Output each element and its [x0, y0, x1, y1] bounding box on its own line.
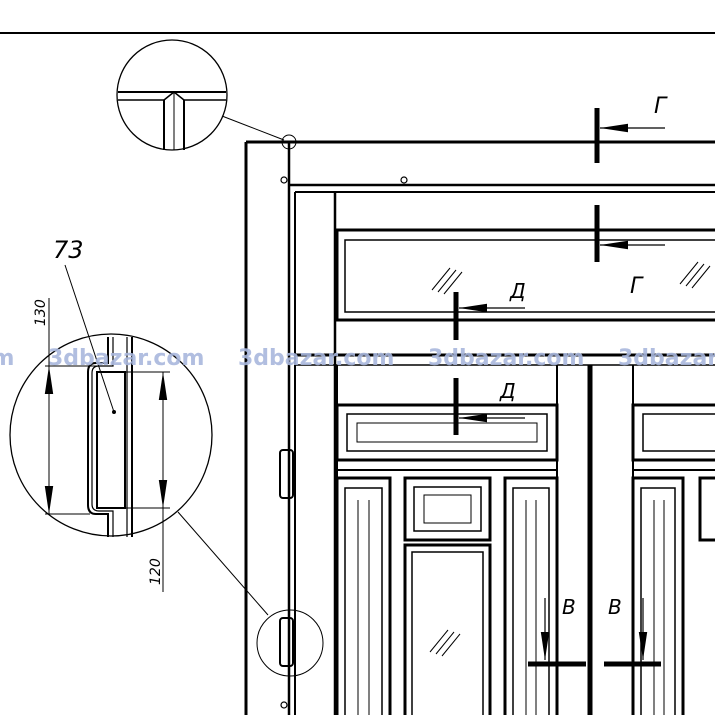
section-label-d-bottom: Д [499, 379, 516, 403]
watermark: 3dbazar.com [48, 346, 204, 371]
glass-hatch-marks [429, 261, 711, 657]
door-leaf-panels [335, 365, 715, 715]
transom-panel [295, 228, 715, 366]
callout-73: 73 [53, 236, 84, 264]
watermark: 3dbazar.com [618, 346, 715, 371]
watermark: 3dbazar.com [428, 346, 584, 371]
watermark: 3dbazar.com [0, 346, 14, 371]
hinge-bottom [279, 617, 294, 667]
section-label-v-right: В [608, 595, 622, 619]
section-label-g-top: Г [654, 94, 668, 119]
door-frame [244, 140, 715, 715]
section-markers [453, 108, 665, 667]
section-label-v-left: В [562, 595, 576, 619]
corner-detail [116, 39, 297, 151]
watermark: 3dbazar.com [238, 346, 394, 371]
hinge-top [279, 449, 294, 499]
hinge-detail [9, 264, 324, 677]
section-label-g-mid: Г [630, 274, 644, 299]
dimension-130: 130 [33, 299, 49, 326]
section-label-d-top: Д [509, 279, 526, 303]
dimension-120: 120 [148, 558, 164, 585]
